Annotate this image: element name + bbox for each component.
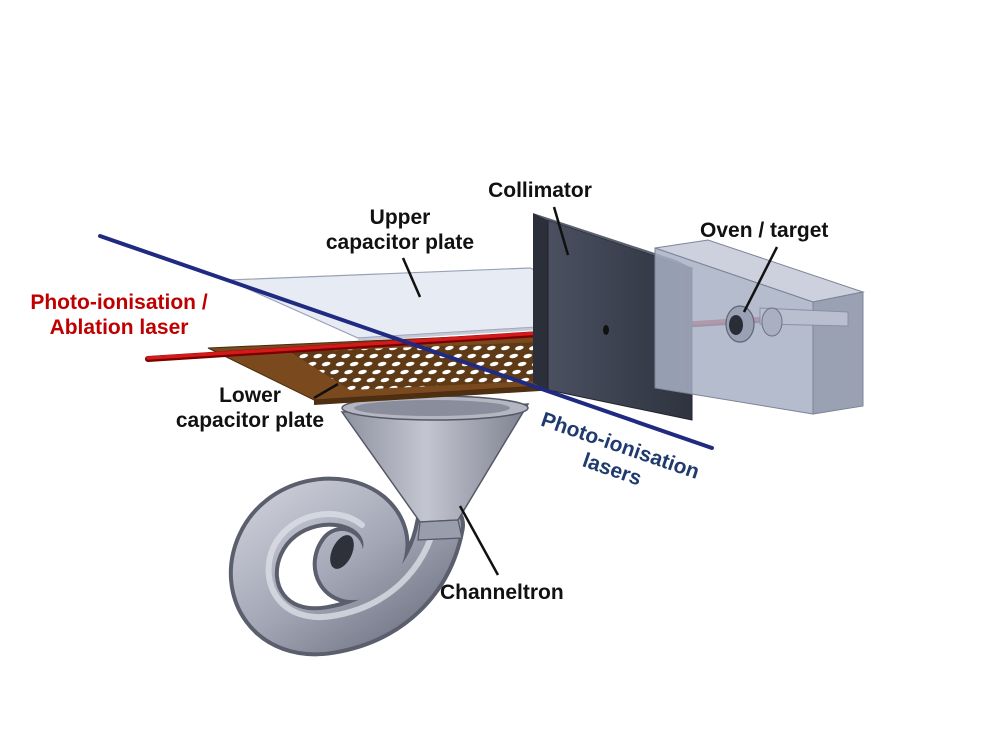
upper-plate-label-line1: Upper xyxy=(369,206,431,229)
lower-plate-label: Lower capacitor plate xyxy=(150,383,350,433)
ablation-laser-label: Photo-ionisation / Ablation laser xyxy=(0,290,238,340)
photo-ionisation-laser-beam xyxy=(98,234,714,450)
oven-block xyxy=(654,239,865,415)
oven-label: Oven / target xyxy=(700,218,828,243)
channeltron-leader xyxy=(458,505,500,576)
collimator-leader xyxy=(552,206,570,256)
collimator-label: Collimator xyxy=(470,178,610,203)
ablation-laser-label-line2: Ablation laser xyxy=(49,316,189,339)
channeltron-spiral xyxy=(228,476,465,657)
lower-plate-label-line2: capacitor plate xyxy=(175,409,325,432)
collimator-label-text: Collimator xyxy=(488,179,592,202)
oven-leader xyxy=(742,246,779,313)
channeltron-funnel xyxy=(340,395,530,541)
lower-plate-label-line1: Lower xyxy=(219,384,281,407)
upper-plate-label-line2: capacitor plate xyxy=(325,231,475,254)
upper-plate-label: Upper capacitor plate xyxy=(300,205,500,255)
channeltron-label-text: Channeltron xyxy=(440,581,564,604)
channeltron-label: Channeltron xyxy=(440,580,564,605)
upper-plate-leader xyxy=(401,257,422,298)
ablation-laser-label-line1: Photo-ionisation / xyxy=(30,291,208,314)
leader-lines xyxy=(313,206,779,576)
lower-plate-leader xyxy=(313,382,339,400)
oven-label-text: Oven / target xyxy=(700,219,829,242)
